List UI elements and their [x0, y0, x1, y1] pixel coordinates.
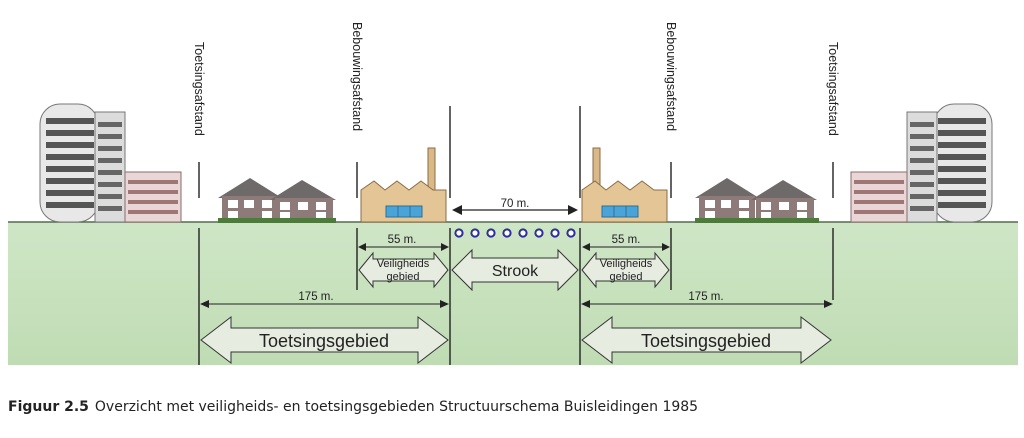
safety-zone-label-right-line2: gebied — [609, 271, 642, 283]
pipeline-8 — [566, 228, 576, 238]
safety-width-dimension-right — [582, 243, 670, 251]
pipeline-4 — [502, 228, 512, 238]
safety-zone-label-left-line2: gebied — [386, 271, 419, 283]
pipeline-6 — [534, 228, 544, 238]
figure-number: Figuur 2.5 — [8, 399, 89, 415]
safety-zone-arrow-right — [581, 251, 670, 289]
strip-width-dimension — [452, 205, 578, 215]
pipeline-1 — [454, 228, 464, 238]
test-width-dimension-left — [200, 300, 449, 308]
strip-width-label: 70 m. — [501, 198, 530, 210]
factory-left — [360, 147, 447, 223]
strip-zone-arrow — [451, 248, 579, 292]
figure-caption: Figuur 2.5 Overzicht met veiligheids- en … — [8, 399, 698, 415]
test-width-dimension-right — [581, 300, 833, 308]
pipeline-5 — [518, 228, 528, 238]
bebouwingsafstand-label-left: Bebouwingsafstand — [350, 22, 364, 131]
ground — [8, 222, 1018, 365]
strip-zone-label: Strook — [492, 263, 539, 280]
highrise-building-right — [850, 103, 993, 223]
test-zone-label-right: Toetsingsgebied — [641, 331, 771, 351]
safety-zone-arrow-left — [358, 251, 449, 289]
factory-right — [581, 147, 668, 223]
test-zone-arrow-left — [200, 315, 449, 365]
toetsingsafstand-label-right: Toetsingsafstand — [826, 42, 840, 136]
test-width-label-right: 175 m. — [688, 291, 723, 303]
pipeline-3 — [486, 228, 496, 238]
safety-width-label-right: 55 m. — [612, 234, 641, 246]
test-zone-label-left: Toetsingsgebied — [259, 331, 389, 351]
safety-width-dimension-left — [358, 243, 449, 251]
bebouwingsafstand-label-right: Bebouwingsafstand — [664, 22, 678, 131]
houses-left — [218, 178, 336, 223]
test-width-label-left: 175 m. — [298, 291, 333, 303]
safety-zone-label-right-line1: Veiligheids — [600, 258, 653, 270]
safety-width-label-left: 55 m. — [388, 234, 417, 246]
houses-right — [695, 178, 819, 223]
pipeline-2 — [470, 228, 480, 238]
toetsingsafstand-label-left: Toetsingsafstand — [192, 42, 206, 136]
figure-caption-text: Overzicht met veiligheids- en toetsingsg… — [94, 399, 699, 415]
safety-zone-label-left-line1: Veiligheids — [377, 258, 430, 270]
pipeline-7 — [550, 228, 560, 238]
highrise-building-left — [39, 103, 182, 223]
pipelines — [454, 228, 576, 238]
test-zone-arrow-right — [581, 315, 832, 365]
